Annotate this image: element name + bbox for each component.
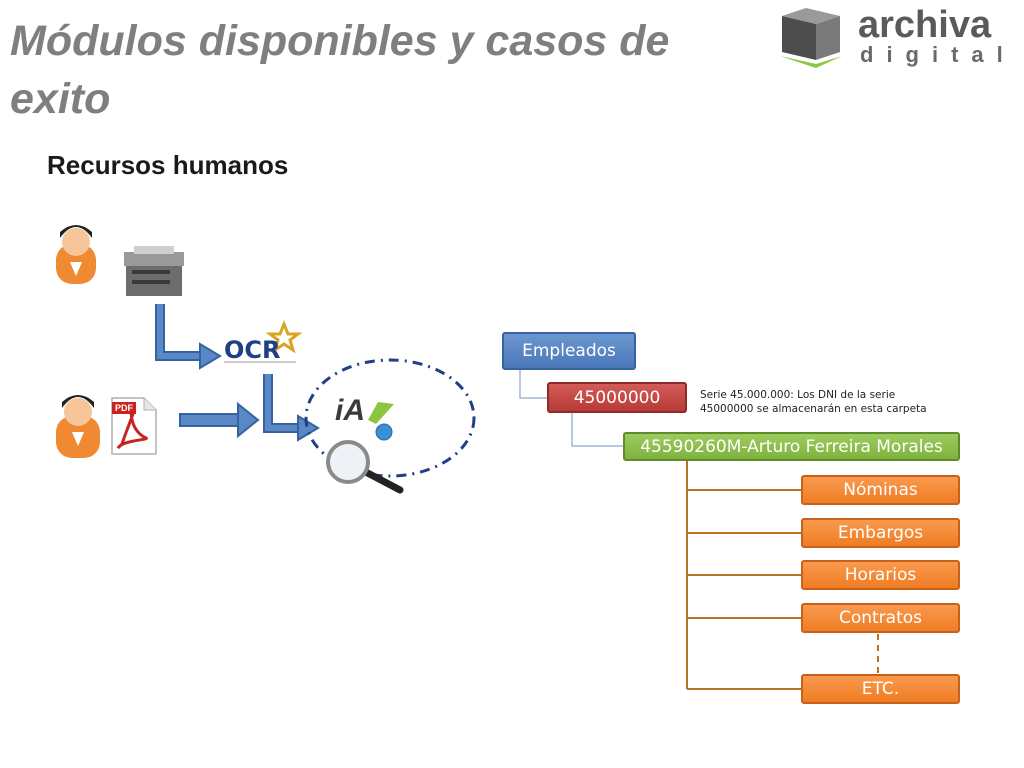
tree-node-label: Nóminas [843, 480, 918, 500]
copier-icon [124, 246, 184, 296]
archiva-logo [780, 8, 842, 68]
tree-node-contratos: Contratos [801, 603, 960, 633]
logo-word-digital: digital [860, 42, 1016, 67]
ocr-logo-text: OCR [224, 336, 281, 364]
tree-node-label: Embargos [837, 523, 924, 543]
ocr-star-icon [265, 319, 303, 354]
tree-node-nominas: Nóminas [801, 475, 960, 505]
globe-icon [375, 423, 393, 441]
tree-node-label: 45000000 [573, 387, 661, 408]
ia-logo-text: iA [335, 394, 365, 427]
tree-node-label: Horarios [844, 565, 917, 585]
tree-node-label: 45590260M-Arturo Ferreira Morales [640, 436, 943, 457]
ia-dashed-ellipse [304, 358, 476, 478]
magnifier-icon [326, 440, 404, 494]
series-note-line: 45000000 se almacenarán en esta carpeta [700, 403, 927, 415]
person-icon [56, 225, 96, 284]
series-note: Serie 45.000.000: Los DNI de la serie 45… [700, 388, 930, 416]
tree-node-label: ETC. [861, 679, 900, 699]
tree-branch-lines [686, 461, 879, 690]
arrow-copier-to-ocr [155, 304, 222, 370]
section-subtitle: Recursos humanos [47, 150, 289, 180]
series-note-line: Serie 45.000.000: Los DNI de la serie [700, 389, 896, 401]
tree-connectors [519, 370, 624, 447]
person-icon [56, 395, 100, 458]
arrow-pdf-to-ia [179, 401, 260, 439]
tree-node-series: 45000000 [547, 382, 687, 413]
tree-node-embargos: Embargos [801, 518, 960, 548]
tree-node-employee: 45590260M-Arturo Ferreira Morales [623, 432, 960, 461]
page-title: Módulos disponibles y casos de exito [10, 17, 670, 123]
tree-node-etc: ETC. [801, 674, 960, 704]
tree-node-root: Empleados [502, 332, 636, 370]
tree-node-label: Empleados [522, 341, 616, 361]
arrow-ocr-to-ia [263, 374, 320, 442]
tree-node-horarios: Horarios [801, 560, 960, 590]
tree-node-label: Contratos [838, 608, 923, 628]
logo-word-archiva: archiva [858, 4, 992, 46]
ia-leaf-icon [368, 402, 394, 424]
pdf-label: PDF [112, 402, 136, 414]
